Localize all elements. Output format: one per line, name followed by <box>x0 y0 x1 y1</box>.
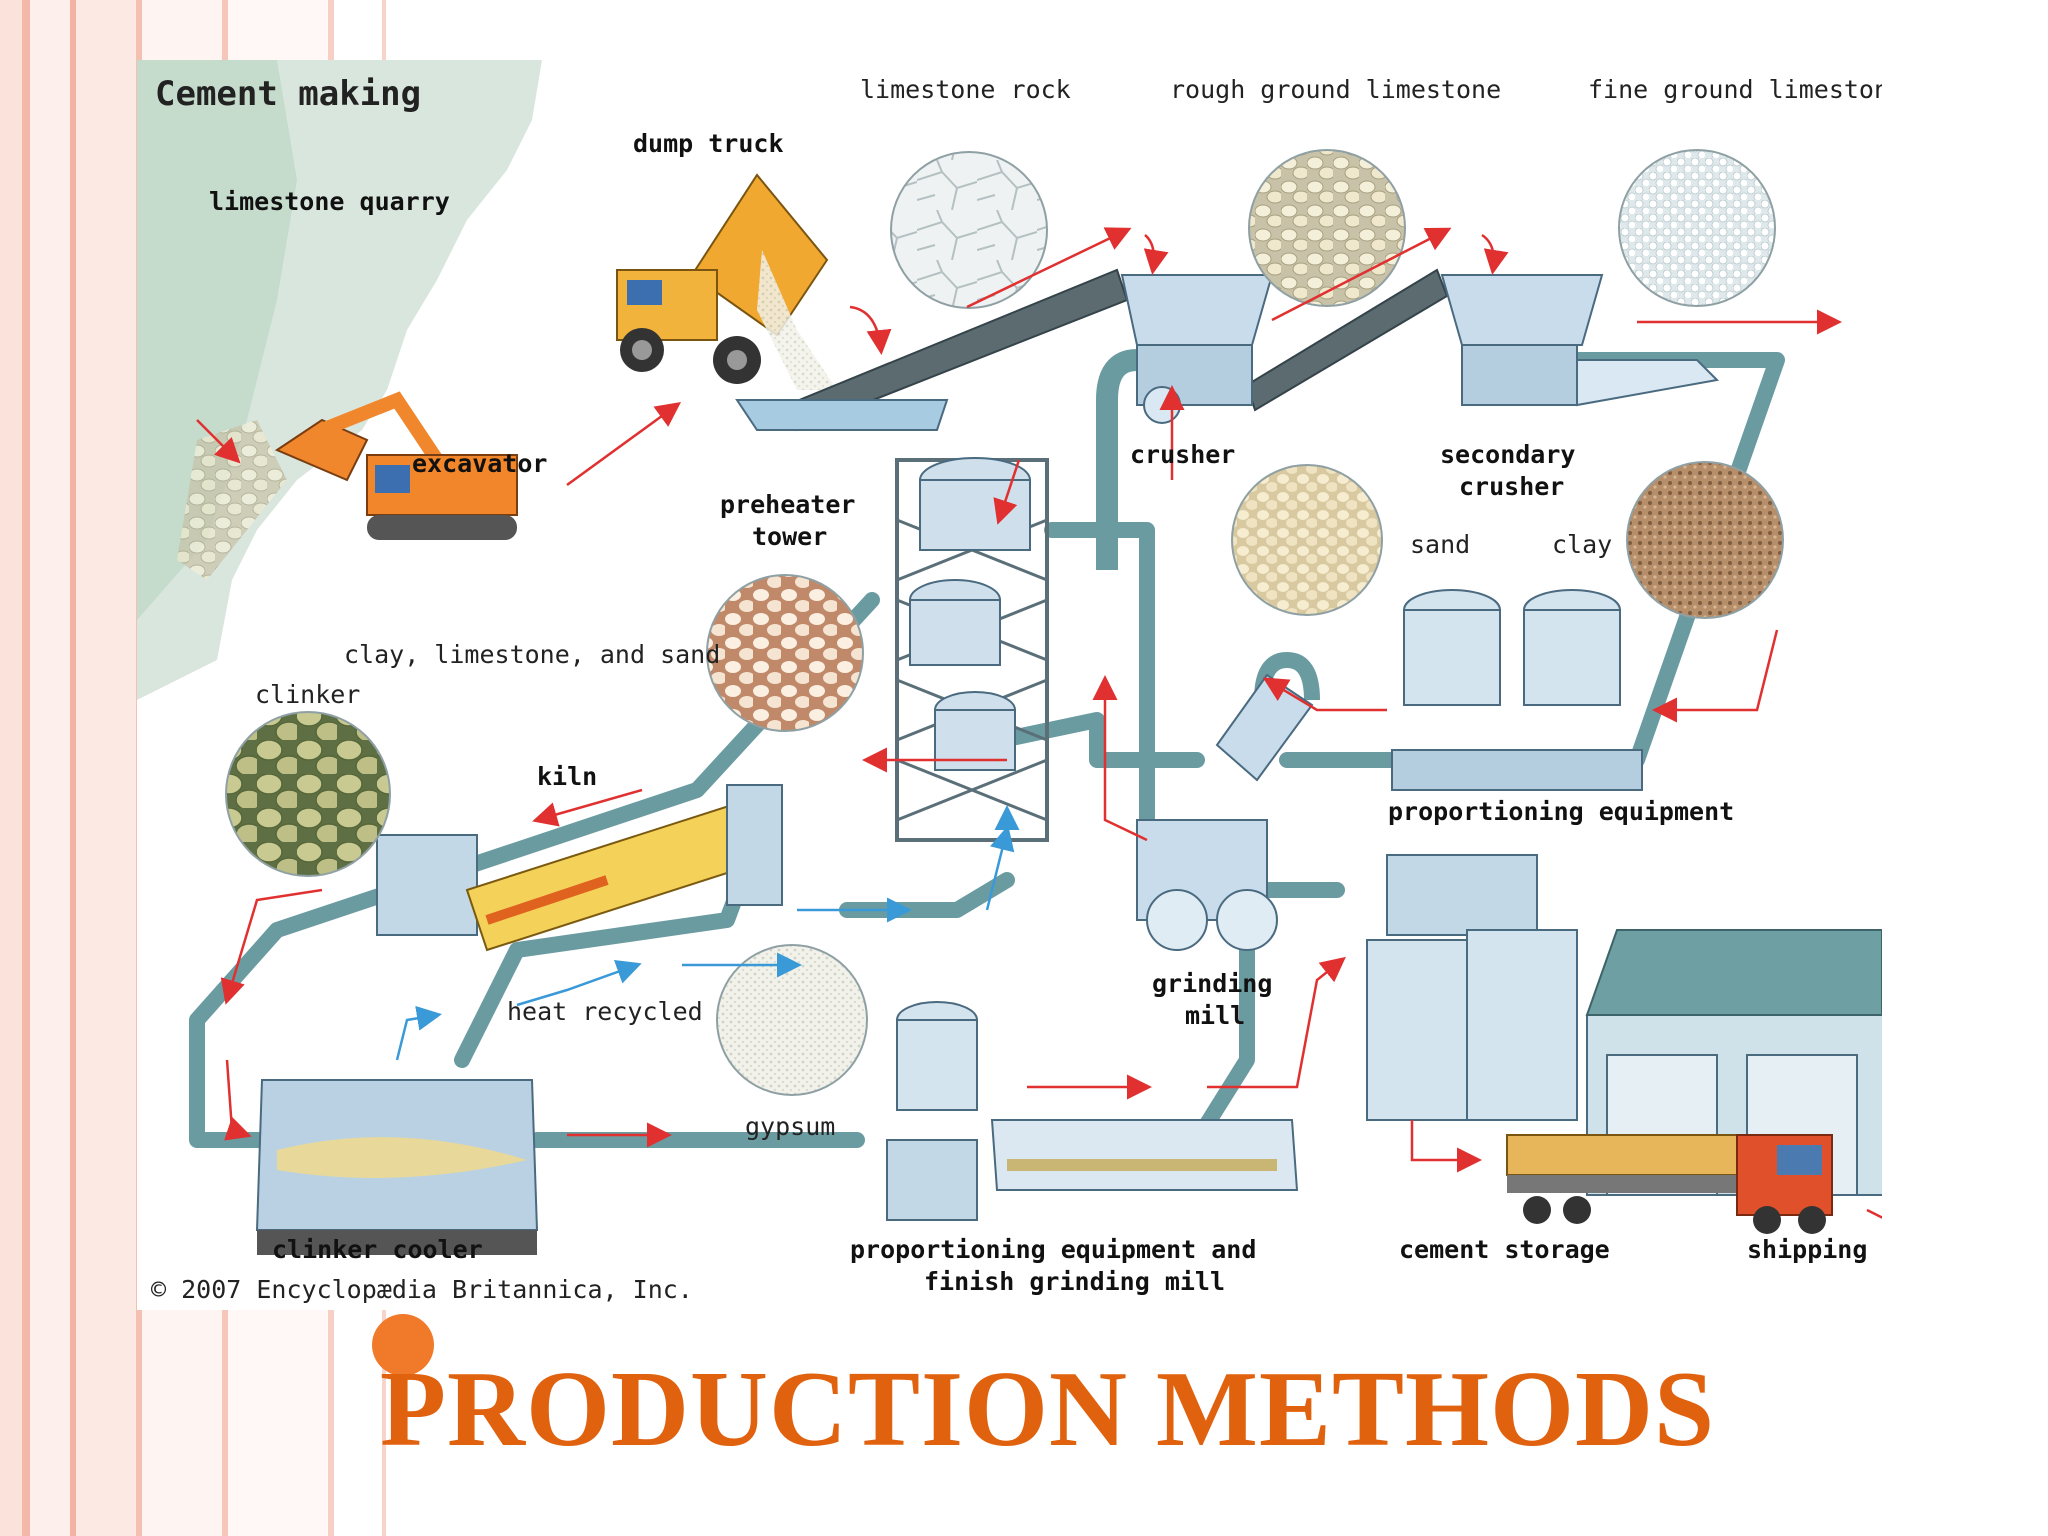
clay-circle <box>1626 461 1784 619</box>
label-clinker-cooler: clinker cooler <box>272 1235 483 1264</box>
label-gypsum: gypsum <box>745 1112 835 1141</box>
grinding-mill <box>1136 673 1314 951</box>
label-grinding-mill-2: mill <box>1185 1001 1245 1030</box>
gypsum-circle <box>716 944 868 1096</box>
label-proportioning-equipment: proportioning equipment <box>1388 797 1734 826</box>
fine-ground-limestone-circle <box>1618 149 1776 307</box>
finish-grinding-mill <box>886 1001 1299 1221</box>
label-secondary-crusher-1: secondary <box>1440 440 1575 469</box>
copyright-text: © 2007 Encyclopædia Britannica, Inc. <box>151 1275 693 1304</box>
preheater-circle <box>706 574 864 732</box>
preheater-tower <box>895 457 1049 842</box>
diagram-title: Cement making <box>155 74 421 114</box>
label-kiln: kiln <box>537 762 597 791</box>
label-dump-truck: dump truck <box>633 129 784 158</box>
label-rough-ground-limestone: rough ground limestone <box>1170 75 1501 104</box>
label-grinding-mill-1: grinding <box>1152 969 1272 998</box>
label-clay-limestone-sand: clay, limestone, and sand <box>344 640 720 669</box>
shipping-truck <box>1506 1134 1833 1234</box>
label-sand: sand <box>1410 530 1470 559</box>
label-clay: clay <box>1552 530 1612 559</box>
cement-making-diagram: Cement making limestone quarry dump truc… <box>137 60 1912 1310</box>
excavator <box>274 391 518 540</box>
label-crusher: crusher <box>1130 440 1235 469</box>
label-excavator: excavator <box>412 449 547 478</box>
label-limestone-rock: limestone rock <box>860 75 1071 104</box>
diagram-svg: Cement making limestone quarry dump truc… <box>137 60 1912 1304</box>
limestone-quarry <box>137 60 542 700</box>
label-cement-storage: cement storage <box>1399 1235 1610 1264</box>
clinker-cooler <box>255 1079 539 1255</box>
proportioning-equipment <box>1391 589 1643 791</box>
flow-arrows <box>196 227 1912 1233</box>
label-limestone-quarry: limestone quarry <box>209 187 450 216</box>
label-fine-ground-limestone: fine ground limestone <box>1588 75 1882 104</box>
sand-circle <box>1231 464 1383 616</box>
secondary-crusher <box>1440 274 1720 407</box>
label-shipping: shipping <box>1747 1235 1867 1264</box>
label-finish-mill-2: finish grinding mill <box>924 1267 1225 1296</box>
heat-arrows <box>395 805 1020 1061</box>
clinker-circle <box>225 711 391 877</box>
label-preheater-1: preheater <box>720 490 855 519</box>
limestone-rock-circle <box>890 151 1048 309</box>
slide-title: PRODUCTION METHODS <box>380 1350 1716 1469</box>
rough-ground-limestone-circle <box>1248 149 1406 307</box>
label-preheater-2: tower <box>752 522 827 551</box>
dump-truck <box>616 173 837 390</box>
title-bullet-dot <box>372 1314 434 1376</box>
label-secondary-crusher-2: crusher <box>1459 472 1564 501</box>
label-heat-recycled: heat recycled <box>507 997 703 1026</box>
crusher <box>1120 274 1274 424</box>
label-finish-mill-1: proportioning equipment and <box>850 1235 1256 1264</box>
label-clinker: clinker <box>255 680 360 709</box>
kiln <box>376 784 783 952</box>
conveyors <box>735 268 1449 432</box>
